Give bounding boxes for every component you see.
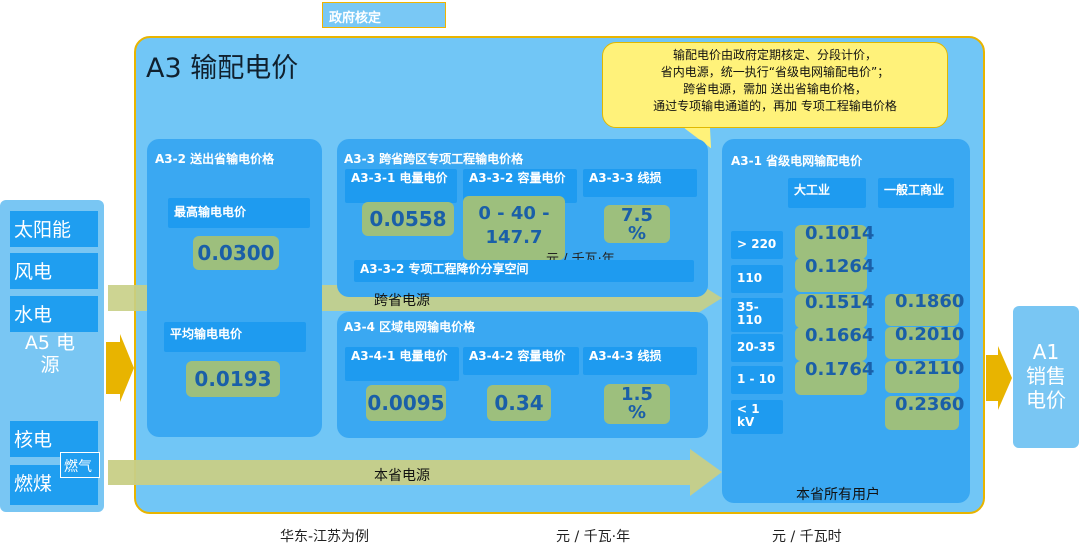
voltage-level: > 220	[731, 231, 783, 259]
a3-3-3-line-loss-value: 7.5 %	[604, 205, 670, 243]
unit-per-kwh: 元 / 千瓦时	[772, 529, 842, 545]
a3-3-2-capacity-price-value: 0 - 40 - 147.7	[463, 196, 565, 260]
industrial-price: 0.1764	[795, 361, 874, 395]
unit-per-kw-year: 元 / 千瓦·年	[556, 529, 631, 545]
source-gas: 燃气	[60, 452, 100, 478]
commercial-price: 0.1860	[885, 293, 964, 326]
voltage-level: 110	[731, 265, 783, 293]
right-output-arrow	[986, 346, 1012, 410]
a3-4-1-energy-price-label: A3-4-1 电量电价	[345, 347, 459, 381]
callout-line: 省内电源，统一执行“省级电网输配电价”；	[660, 65, 890, 79]
a3-4-3-line-loss-value: 1.5 %	[604, 384, 670, 424]
a3-4-title: A3-4 区域电网输电价格	[344, 320, 476, 334]
max-transmission-price-value: 0.0300	[193, 236, 279, 270]
pricing-rule-callout: 输配电价由政府定期核定、分段计价， 省内电源，统一执行“省级电网输配电价”； 跨…	[602, 42, 948, 128]
left-input-arrow	[106, 334, 134, 402]
a3-4-2-capacity-price-label: A3-4-2 容量电价	[463, 347, 579, 375]
a3-3-2-cost-reduction-share-label: A3-3-2 专项工程降价分享空间	[354, 260, 694, 282]
a3-3-title: A3-3 跨省跨区专项工程输电价格	[344, 152, 524, 166]
avg-transmission-price-value: 0.0193	[186, 361, 280, 397]
commercial-price: 0.2010	[885, 326, 964, 359]
industrial-price: 0.1514	[795, 294, 874, 328]
column-commercial: 一般工商业	[878, 178, 954, 208]
cross-province-label: 跨省电源	[374, 293, 430, 309]
a3-3-1-energy-price-label: A3-3-1 电量电价	[345, 169, 457, 203]
max-transmission-price-label: 最高输电电价	[168, 198, 310, 228]
industrial-price: 0.1264	[795, 258, 874, 292]
voltage-level: 20-35	[731, 334, 783, 362]
power-source-label: A5 电源	[24, 332, 76, 376]
source-wind: 风电	[10, 253, 98, 289]
sales-price-label: A1 销售电价	[1026, 340, 1066, 412]
a3-3-1-energy-price-value: 0.0558	[362, 202, 454, 236]
industrial-price: 0.1014	[795, 225, 874, 259]
source-solar: 太阳能	[10, 211, 98, 247]
a3-3-3-line-loss-label: A3-3-3 线损	[583, 169, 697, 197]
voltage-level: 35-110	[731, 298, 783, 332]
a3-4-3-line-loss-label: A3-4-3 线损	[583, 347, 697, 375]
a3-1-title: A3-1 省级电网输配电价	[731, 154, 863, 168]
sales-price-box	[1013, 306, 1079, 448]
a3-4-2-capacity-price-value: 0.34	[487, 385, 551, 421]
source-nuclear: 核电	[10, 421, 98, 457]
callout-line: 跨省电源，需加 送出省输电价格，	[683, 82, 867, 96]
voltage-level: < 1 kV	[731, 400, 783, 434]
voltage-level: 1 - 10	[731, 366, 783, 394]
example-note: 华东-江苏为例	[280, 529, 370, 545]
callout-line: 输配电价由政府定期核定、分段计价，	[672, 48, 877, 62]
a3-1-footer: 本省所有用户	[796, 487, 880, 503]
a3-2-title: A3-2 送出省输电价格	[155, 152, 275, 166]
commercial-price: 0.2110	[885, 360, 964, 393]
callout-line: 通过专项输电通道的，再加 专项工程输电价格	[653, 99, 897, 113]
page-title: A3 输配电价	[146, 53, 299, 84]
source-hydro: 水电	[10, 296, 98, 332]
avg-transmission-price-label: 平均输电电价	[164, 322, 306, 352]
column-industrial: 大工业	[788, 178, 866, 208]
a3-4-1-energy-price-value: 0.0095	[366, 385, 446, 421]
industrial-price: 0.1664	[795, 327, 874, 361]
government-approved-tag: 政府核定	[322, 2, 446, 28]
in-province-flow-arrow	[108, 449, 722, 496]
in-province-label: 本省电源	[374, 468, 430, 484]
commercial-price: 0.2360	[885, 396, 964, 430]
